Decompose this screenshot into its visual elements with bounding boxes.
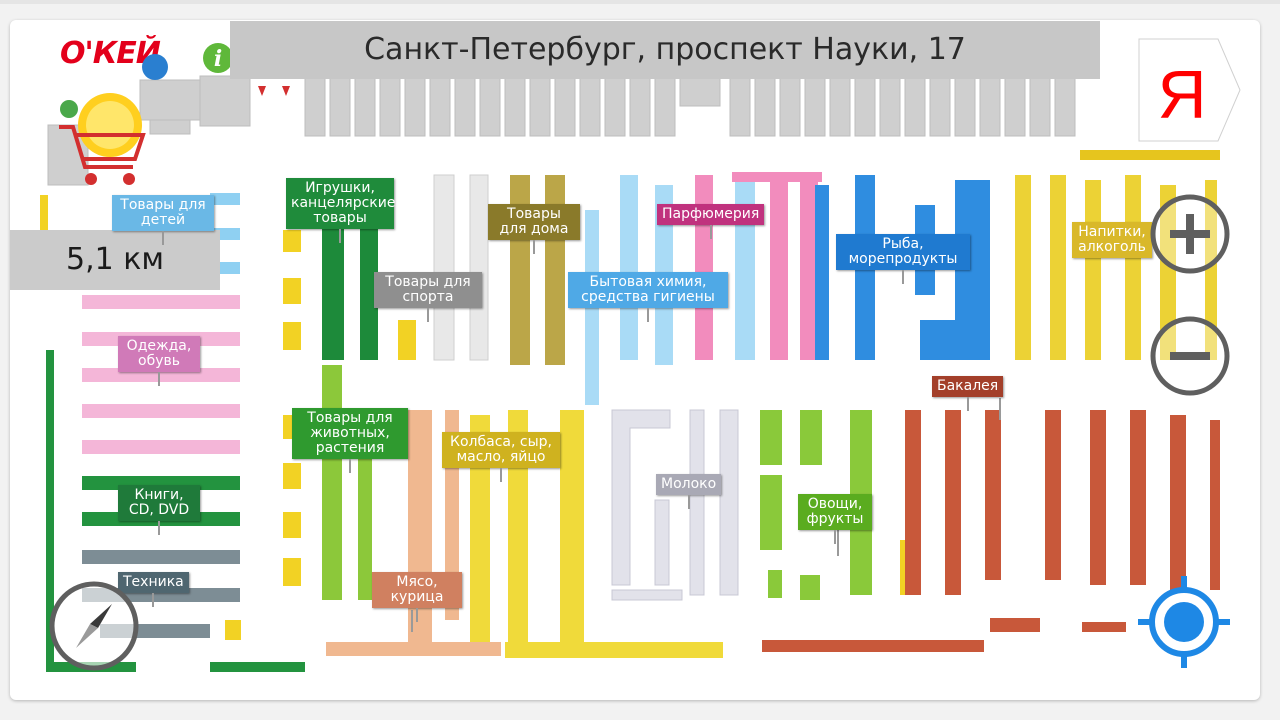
top-strip	[0, 0, 1280, 4]
compass-button[interactable]	[46, 578, 142, 674]
section-label: Товары для детей	[120, 197, 206, 228]
section-fish[interactable]: Рыба, морепродукты	[836, 234, 970, 284]
section-label: Овощи, фрукты	[806, 496, 864, 527]
section-tech[interactable]: Техника	[118, 572, 189, 607]
section-grocery[interactable]: Бакалея	[932, 376, 1004, 411]
section-sport[interactable]: Товары для спорта	[374, 272, 482, 322]
section-label: Бакалея	[937, 378, 999, 394]
section-perfume[interactable]: Парфюмерия	[657, 204, 765, 239]
shopping-cart-sun-icon	[59, 93, 146, 185]
section-veg[interactable]: Овощи, фрукты	[798, 494, 872, 544]
zoom-out-button[interactable]	[1148, 314, 1232, 398]
section-label: Мясо, курица	[390, 574, 444, 605]
section-label: Товары для животных, растения	[307, 410, 393, 456]
section-sausage[interactable]: Колбаса, сыр, масло, яйцо	[442, 432, 560, 482]
section-toys[interactable]: Игрушки, канцелярские товары	[286, 178, 396, 243]
distance-badge: 5,1 км	[10, 230, 220, 290]
section-label: Колбаса, сыр, масло, яйцо	[450, 434, 552, 465]
section-household[interactable]: Бытовая химия, средства гигиены	[568, 272, 728, 322]
section-label: Рыба, морепродукты	[848, 236, 958, 267]
entrance-arrows	[258, 86, 290, 96]
section-kids[interactable]: Товары для детей	[112, 195, 214, 245]
section-label: Бытовая химия, средства гигиены	[581, 274, 715, 305]
section-clothes[interactable]: Одежда, обувь	[118, 336, 200, 386]
section-label: Игрушки, канцелярские товары	[291, 180, 396, 226]
section-milk[interactable]: Молоко	[656, 474, 722, 509]
section-label: Товары для спорта	[385, 274, 471, 305]
parking-icon	[142, 54, 168, 80]
info-icon: i	[203, 43, 233, 73]
address-banner: Санкт-Петербург, проспект Науки, 17	[230, 21, 1100, 79]
section-drinks[interactable]: Напитки, алкоголь	[1072, 222, 1152, 258]
section-label: Молоко	[661, 476, 717, 492]
section-label: Напитки, алкоголь	[1078, 224, 1146, 255]
section-label: Книги, CD, DVD	[128, 487, 190, 518]
section-books[interactable]: Книги, CD, DVD	[118, 485, 200, 535]
zoom-in-button[interactable]	[1148, 192, 1232, 276]
section-pets[interactable]: Товары для животных, растения	[292, 408, 408, 473]
checkout-counters	[47, 75, 1076, 186]
svg-text:i: i	[214, 46, 222, 72]
yandex-logo-button[interactable]: Я	[1138, 38, 1242, 142]
section-label: Одежда, обувь	[126, 338, 192, 369]
section-meat[interactable]: Мясо, курица	[372, 572, 462, 622]
section-label: Товары для дома	[499, 206, 569, 237]
section-label: Техника	[123, 574, 184, 590]
compass-needle-icon	[90, 604, 112, 628]
my-location-button[interactable]	[1136, 574, 1232, 670]
section-home[interactable]: Товары для дома	[488, 204, 580, 254]
yandex-letter: Я	[1157, 57, 1206, 133]
section-label: Парфюмерия	[662, 206, 760, 222]
